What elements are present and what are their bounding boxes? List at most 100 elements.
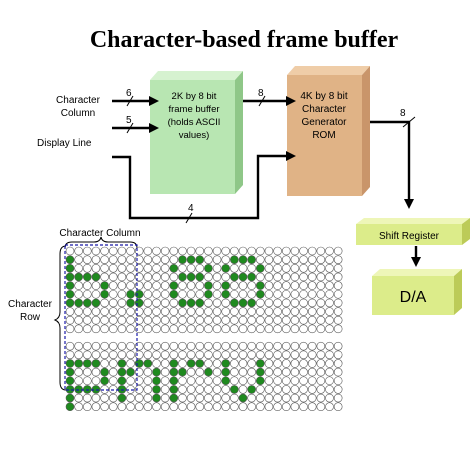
rom-box	[287, 66, 370, 196]
pixel-off	[238, 315, 248, 325]
pixel-off	[299, 376, 308, 386]
pixel-off	[290, 307, 300, 316]
pixel-off	[290, 255, 300, 264]
pixel-off	[247, 315, 256, 325]
pixel-off	[307, 359, 317, 368]
pixel-off	[108, 402, 118, 412]
pixel-off	[134, 350, 144, 360]
pixel-off	[74, 315, 83, 325]
pixel-off	[290, 324, 300, 334]
pixel-off	[117, 324, 127, 334]
pixel-off	[299, 393, 308, 403]
pixel-off	[230, 402, 239, 412]
dac-box	[372, 269, 462, 315]
pixel-off	[100, 255, 109, 264]
pixel-off	[247, 402, 256, 412]
pixel-off	[204, 324, 213, 334]
pixel-off	[255, 255, 265, 264]
pixel-off	[212, 393, 222, 403]
pixel-off	[160, 341, 170, 351]
pixel-off	[186, 315, 196, 325]
pixel-off	[316, 315, 326, 325]
pixel-off	[264, 281, 274, 290]
pixel-off	[238, 402, 248, 412]
pixel-off	[212, 255, 222, 264]
pixel-on	[169, 367, 179, 377]
pixel-on	[169, 359, 179, 368]
pixel-off	[281, 350, 291, 360]
pixel-off	[134, 385, 144, 394]
pixel-off	[299, 281, 308, 290]
row-brace	[53, 245, 67, 391]
pixel-off	[91, 393, 101, 403]
pixel-off	[307, 315, 317, 325]
pixel-off	[160, 298, 170, 308]
pixel-off	[143, 315, 153, 325]
pixel-off	[299, 307, 308, 316]
pixel-off	[152, 289, 161, 299]
pixel-off	[160, 281, 170, 290]
pixel-off	[117, 315, 127, 325]
pixel-on	[221, 367, 230, 377]
rom-front	[287, 75, 362, 196]
pixel-off	[117, 263, 127, 273]
pixel-on	[126, 367, 135, 377]
pixel-on	[247, 272, 256, 282]
pixel-on	[186, 359, 196, 368]
pixel-off	[108, 350, 118, 360]
pixel-off	[281, 359, 291, 368]
pixel-off	[212, 263, 222, 273]
pixel-off	[238, 324, 248, 334]
frame-buffer-box	[150, 71, 243, 194]
pixel-off	[290, 393, 300, 403]
pixel-off	[108, 376, 118, 386]
pixel-off	[143, 289, 153, 299]
pixel-off	[212, 298, 222, 308]
pixel-off	[264, 263, 274, 273]
pixel-off	[299, 263, 308, 273]
pixel-off	[273, 298, 282, 308]
pixel-on	[230, 385, 239, 394]
pixel-off	[160, 402, 170, 412]
pixel-off	[316, 298, 326, 308]
pixel-off	[143, 341, 153, 351]
pixel-off	[316, 393, 326, 403]
pixel-off	[307, 376, 317, 386]
pixel-off	[117, 298, 127, 308]
character-column-outline	[64, 244, 138, 391]
pixel-on	[221, 359, 230, 368]
pixel-on	[195, 298, 205, 308]
pixel-off	[212, 367, 222, 377]
pixel-off	[325, 350, 334, 360]
pixel-on	[65, 393, 75, 403]
pixel-off	[169, 255, 179, 264]
pixel-on	[65, 272, 75, 282]
pixel-off	[238, 367, 248, 377]
pixel-off	[74, 246, 83, 256]
pixel-on	[186, 272, 196, 282]
pixel-off	[108, 324, 118, 334]
pixel-off	[221, 255, 230, 264]
pixel-off	[221, 298, 230, 308]
pixel-on	[117, 367, 127, 377]
pixel-off	[290, 367, 300, 377]
pixel-off	[316, 341, 326, 351]
dac-front	[372, 276, 454, 315]
pixel-off	[143, 255, 153, 264]
pixel-off	[316, 376, 326, 386]
pixel-off	[126, 246, 135, 256]
pixel-off	[212, 307, 222, 316]
pixel-off	[307, 385, 317, 394]
pixel-off	[230, 281, 239, 290]
pixel-off	[195, 246, 205, 256]
pixel-off	[299, 367, 308, 377]
pixel-on	[221, 376, 230, 386]
pixel-on	[100, 367, 109, 377]
pixel-off	[108, 298, 118, 308]
pixel-on	[255, 359, 265, 368]
pixel-off	[100, 393, 109, 403]
pixel-off	[160, 272, 170, 282]
pixel-off	[100, 350, 109, 360]
pixel-off	[299, 359, 308, 368]
